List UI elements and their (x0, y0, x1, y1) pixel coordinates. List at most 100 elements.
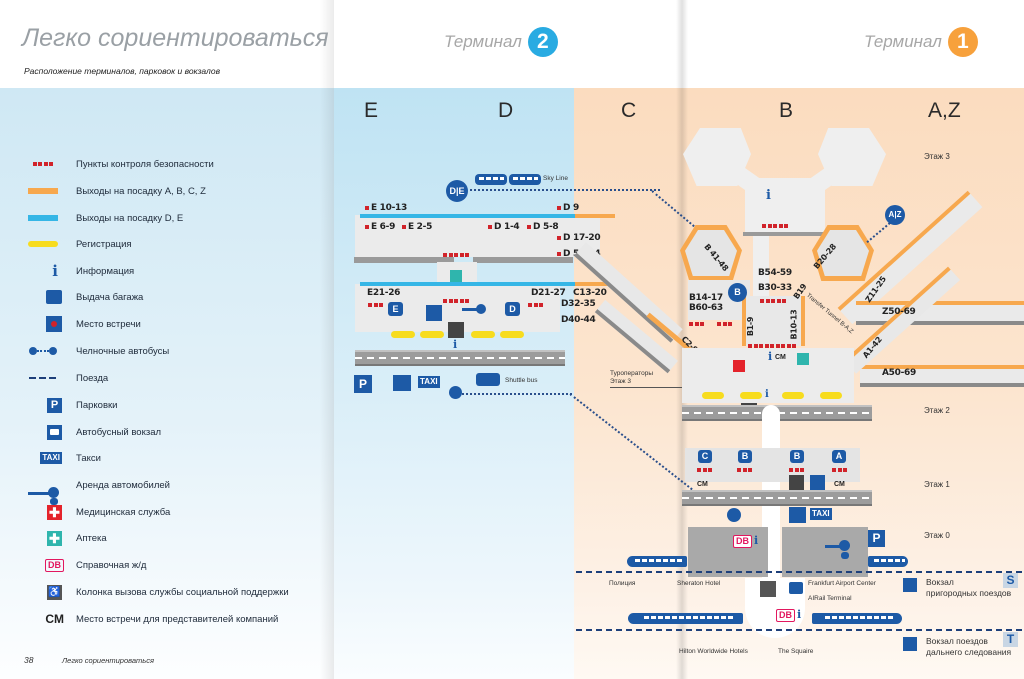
parking-icon[interactable]: P (354, 375, 372, 393)
baggage-claim-icon[interactable] (789, 582, 803, 594)
info-icon[interactable]: i (453, 338, 458, 351)
longdistance-track (576, 629, 1024, 631)
legend-item-gates-abcz: Выходы на посадку A, B, C, Z (20, 182, 206, 200)
floor-3-label: Этаж 3 (924, 152, 950, 161)
wall (473, 257, 573, 263)
skyline-b-badge[interactable]: B (728, 283, 747, 302)
tour-operators-label: Туроператоры (610, 370, 654, 377)
social-help-icon[interactable] (760, 581, 776, 597)
zone-c (574, 88, 684, 679)
baggage-claim-b[interactable]: B (738, 450, 752, 463)
gate-d32-35: D32-35 (561, 299, 596, 309)
parking-icon[interactable]: P (868, 530, 885, 547)
social-help-icon: ♿ (47, 584, 62, 600)
bus-station-icon[interactable] (789, 507, 806, 523)
concourse-e: E (364, 99, 379, 122)
pharmacy-icon[interactable] (797, 353, 809, 365)
car-rental-icon[interactable] (462, 304, 490, 320)
skyline-train-icon (509, 174, 541, 185)
info-icon[interactable]: i (765, 389, 769, 400)
b-gates-1-13 (742, 296, 805, 346)
checkin-counter (740, 392, 762, 399)
info-icon[interactable]: i (754, 534, 759, 547)
road (682, 490, 872, 506)
legend-item-social-help: ♿ Колонка вызова службы социальной подде… (47, 584, 289, 600)
gate-a50-69: A50-69 (882, 368, 916, 378)
pier-b41-floor (685, 230, 737, 276)
car-rental-icon[interactable] (825, 540, 853, 562)
medical-icon: ✚ (47, 504, 62, 520)
bus-station-icon[interactable] (393, 375, 411, 391)
page-title: Легко сориентироваться (22, 24, 329, 52)
skyline-route (470, 189, 660, 191)
security-checkpoint (762, 224, 788, 228)
gate-b30-33: B30-33 (758, 283, 792, 293)
concourse-d: D (498, 99, 514, 122)
regional-train-icon (868, 556, 908, 567)
legend-item-pharmacy: ✚ Аптека (20, 529, 107, 547)
gate-d5-8: D 5-8 (527, 222, 559, 232)
taxi-icon[interactable]: TAXI (418, 376, 440, 388)
security-checkpoint (789, 468, 804, 472)
shuttle-stop[interactable] (727, 508, 741, 522)
baggage-claim-a[interactable]: A (832, 450, 846, 463)
station-label-line: Вокзал поездов (926, 636, 988, 646)
skyline-az-badge[interactable]: A|Z (885, 205, 905, 225)
baggage-claim-e[interactable]: E (388, 302, 403, 316)
baggage-claim-c[interactable]: C (698, 450, 712, 463)
social-help-icon[interactable] (448, 322, 464, 338)
checkin-counter (471, 331, 495, 338)
leader-line (610, 387, 710, 388)
medical-icon[interactable] (733, 360, 745, 372)
gate-b60-63: B60-63 (689, 303, 723, 313)
checkin-icon (28, 241, 58, 247)
terminal1-heading: Терминал 1 (864, 27, 978, 57)
floor-2-label: Этаж 2 (924, 406, 950, 415)
info-icon[interactable]: i (797, 608, 802, 621)
gate-e21-26: E21-26 (367, 288, 401, 298)
checkin-counter (391, 331, 415, 338)
floor-1-label: Этаж 1 (924, 480, 950, 489)
gate-c13-20: C13-20 (573, 288, 607, 298)
baggage-claim-d[interactable]: D (505, 302, 520, 316)
station-label-line: пригородных поездов (926, 588, 1012, 598)
legend-item-bus-station: Автобусный вокзал (20, 423, 161, 441)
db-info-icon[interactable]: DB (733, 535, 752, 548)
meeting-point-icon[interactable] (426, 305, 442, 321)
terminal1-arrivals-hall (685, 448, 860, 482)
security-checkpoint (832, 468, 847, 472)
concourse-c: C (621, 99, 637, 122)
gate-e6-9: E 6-9 (365, 222, 395, 232)
skyline-label: Sky Line (543, 175, 568, 182)
meeting-point-icon[interactable] (810, 475, 825, 490)
security-checkpoint (760, 299, 786, 303)
wall (354, 257, 454, 263)
baggage-claim-b[interactable]: B (790, 450, 804, 463)
legend-item-gates-de: Выходы на посадку D, E (20, 209, 183, 227)
gates-de-icon (28, 215, 58, 221)
security-checkpoint (689, 322, 704, 326)
security-checkpoint (528, 303, 543, 307)
skyline-de-badge[interactable]: D|E (446, 180, 468, 202)
page-subtitle: Расположение терминалов, парковок и вокз… (24, 66, 221, 76)
regional-train-icon (627, 556, 687, 567)
longdistance-station-icon (903, 637, 917, 651)
info-icon[interactable]: i (766, 188, 771, 203)
info-icon[interactable]: i (768, 350, 773, 363)
shuttle-bus-icon (476, 373, 500, 386)
place-squaire: The Squaire (778, 648, 814, 655)
wall (743, 232, 828, 236)
regional-station-icon (903, 578, 917, 592)
shuttle-stop[interactable] (449, 386, 462, 399)
baggage-claim-icon (46, 290, 62, 304)
pier-z50 (856, 301, 1024, 325)
place-police: Полиция (609, 580, 636, 587)
social-help-icon[interactable] (789, 475, 804, 490)
taxi-icon[interactable]: TAXI (810, 508, 832, 520)
security-checkpoint (737, 468, 752, 472)
terminal2-badge: 2 (527, 27, 558, 57)
checkin-counter (782, 392, 804, 399)
db-info-icon[interactable]: DB (776, 609, 795, 622)
tour-operators-floor: Этаж 3 (610, 378, 631, 385)
